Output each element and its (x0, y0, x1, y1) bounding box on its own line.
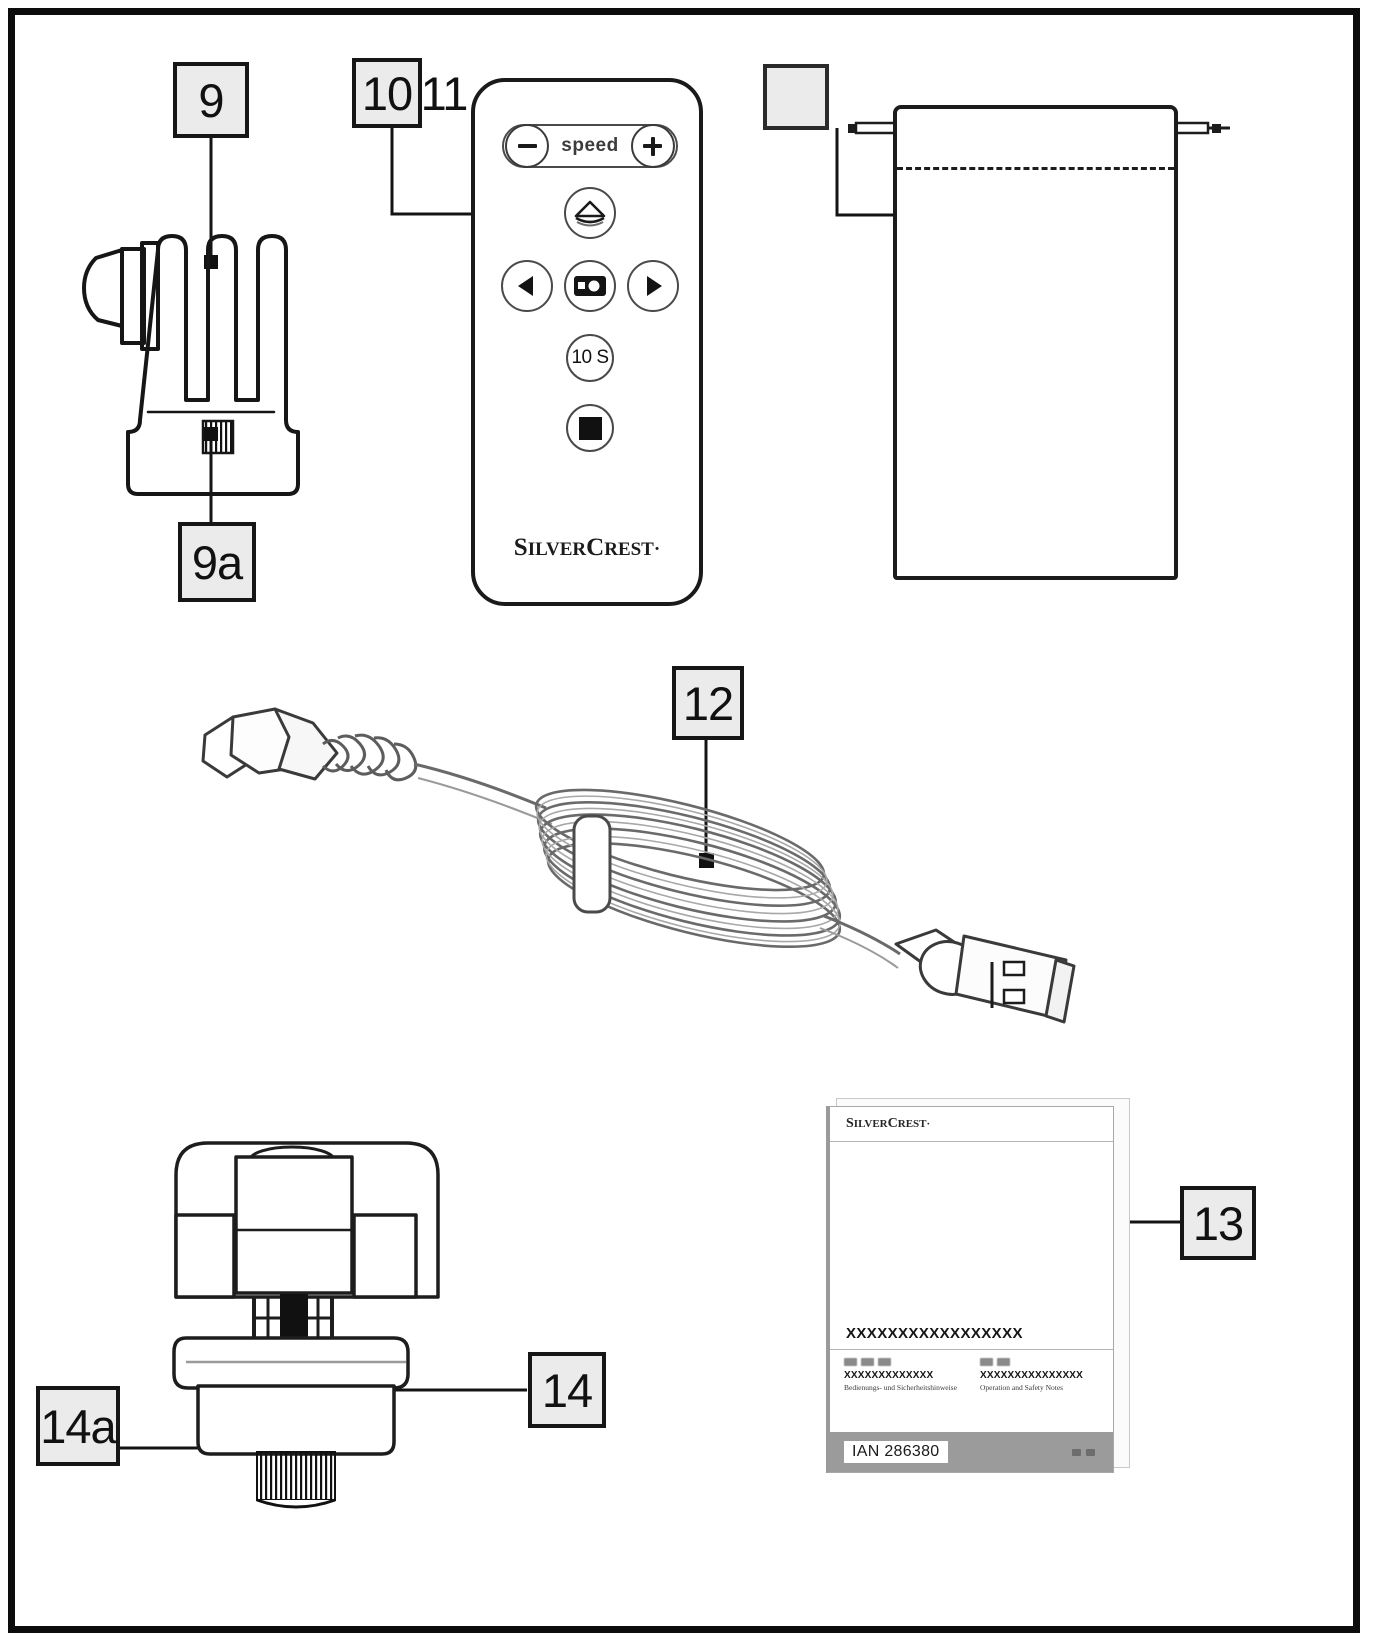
callout-blank-pouch (763, 64, 829, 130)
manual-brand-bar: SILVERCREST· (830, 1107, 1113, 1142)
prong-mount-bracket-drawing (82, 234, 300, 496)
pouch-seam-line (897, 167, 1174, 170)
drawstring-storage-pouch (893, 105, 1178, 580)
footer-mark-icon (1072, 1448, 1081, 1456)
manual-footer-marks (1072, 1448, 1095, 1456)
manual-brand-logo: SILVERCREST· (846, 1116, 931, 1131)
callout-9: 9 (173, 62, 249, 138)
triangle-left-icon (518, 276, 533, 296)
mount-thumbscrew-drawing (201, 419, 235, 455)
manual-cover: SILVERCREST· XXXXXXXXXXXXXXXXX XXXXXXXXX… (826, 1106, 1114, 1473)
callout-12: 12 (672, 666, 744, 740)
triangle-right-icon (647, 276, 662, 296)
tripod-adapter-screw-drawing (256, 1451, 336, 1509)
flag-icon (861, 1357, 874, 1366)
usb-cable-drawing (201, 707, 1076, 1024)
stop-square-icon (578, 416, 602, 440)
rotate-left-button[interactable] (501, 260, 553, 312)
minus-icon (517, 144, 537, 148)
ten-second-icon: 10 S (571, 347, 609, 368)
flag-icon (878, 1357, 891, 1366)
timer-button[interactable]: 10 S (566, 334, 614, 382)
footer-mark-icon (1086, 1448, 1095, 1456)
manual-divider (830, 1349, 1113, 1350)
callout-14a: 14a (36, 1386, 120, 1466)
flag-icon (980, 1357, 993, 1366)
callout-14: 14 (528, 1352, 606, 1428)
manual-column-caption: Operation and Safety Notes (980, 1383, 1064, 1392)
remote-brand-logo: SILVERCREST· (513, 534, 661, 561)
manual-footer-bar: IAN 286380 (830, 1432, 1113, 1472)
manual-flags-de (844, 1357, 974, 1366)
stop-button[interactable] (566, 404, 614, 452)
plus-icon-bar (643, 144, 663, 148)
speed-label: speed (561, 135, 619, 156)
callout-11: 11 (420, 66, 469, 120)
callout-9a: 9a (178, 522, 256, 602)
manual-column-de: XXXXXXXXXXXXX Bedienungs- und Sicherheit… (844, 1357, 974, 1392)
rotate-right-button[interactable] (627, 260, 679, 312)
callout-13: 13 (1180, 1186, 1256, 1260)
callout-10: 10 (352, 58, 422, 128)
remote-control-body[interactable]: speed (471, 78, 703, 606)
manual-flags-en (980, 1357, 1110, 1366)
flag-icon (844, 1357, 857, 1366)
pan-mode-button[interactable] (564, 187, 616, 239)
speed-decrease-button[interactable] (505, 124, 549, 168)
manual-column-placeholder: XXXXXXXXXXXXXXX (980, 1370, 1084, 1381)
manual-title-placeholder: XXXXXXXXXXXXXXXXX (846, 1325, 1023, 1342)
manual-column-en: XXXXXXXXXXXXXXX Operation and Safety Not… (980, 1357, 1110, 1392)
speed-control-row: speed (502, 124, 678, 168)
instruction-manual: SILVERCREST· XXXXXXXXXXXXXXXXX XXXXXXXXX… (826, 1098, 1130, 1473)
flag-icon (997, 1357, 1010, 1366)
tripod-adapter-drawing (172, 1141, 440, 1456)
leader-line-12 (699, 739, 714, 868)
dome-icon (574, 200, 606, 227)
camera-icon (574, 276, 606, 296)
ian-number: IAN 286380 (844, 1441, 948, 1463)
manual-column-caption: Bedienungs- und Sicherheitshinweise (844, 1383, 957, 1392)
photo-capture-button[interactable] (564, 260, 616, 312)
manual-column-placeholder: XXXXXXXXXXXXX (844, 1370, 934, 1381)
speed-increase-button[interactable] (630, 124, 675, 168)
